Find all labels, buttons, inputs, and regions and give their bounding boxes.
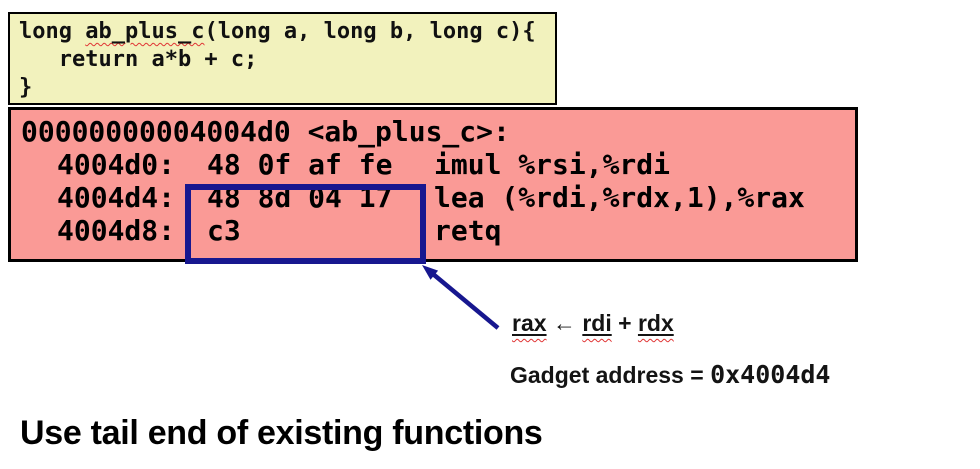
gadget-address-annotation: Gadget address = 0x4004d4 — [510, 360, 830, 389]
c-params: (long a, long b, long c){ — [204, 19, 536, 44]
asm-bytes: c3 — [207, 214, 241, 247]
reg-rdx: rdx — [637, 310, 674, 336]
reg-rax: rax — [512, 310, 547, 336]
disassembly-box: 00000000004004d0 <ab_plus_c>: 4004d0: 48… — [8, 107, 858, 262]
gadget-effect-annotation: rax ← rdi + rdx — [512, 310, 674, 337]
asm-address: 4004d0: — [57, 148, 176, 181]
asm-address: 4004d8: — [57, 214, 176, 247]
c-code-line-2: return a*b + c; — [19, 47, 258, 72]
c-source-box: long ab_plus_c(long a, long b, long c){ … — [8, 12, 557, 105]
reg-rdi: rdi — [582, 310, 612, 336]
c-function-name: ab_plus_c — [85, 19, 205, 44]
asm-row-lea: 4004d4: 48 8d 04 17 lea (%rdi,%rdx,1),%r… — [21, 181, 855, 214]
gadget-address-label: Gadget address = — [510, 362, 711, 388]
asm-row-retq: 4004d8: c3 retq — [21, 214, 855, 247]
left-arrow-glyph-icon: ← — [546, 310, 583, 336]
asm-address: 4004d4: — [57, 181, 176, 214]
gadget-address-value: 0x4004d4 — [710, 360, 831, 389]
asm-instruction: imul %rsi,%rdi — [434, 148, 671, 181]
asm-bytes: 48 0f af fe — [207, 148, 393, 181]
asm-function-header: 00000000004004d0 <ab_plus_c>: — [21, 115, 510, 148]
asm-instruction: retq — [434, 214, 502, 247]
slide-heading: Use tail end of existing functions — [20, 414, 543, 452]
plus-sign: + — [611, 310, 638, 336]
asm-row-imul: 4004d0: 48 0f af fe imul %rsi,%rdi — [21, 148, 855, 181]
c-keyword-long: long — [19, 19, 86, 44]
c-code-line-3: } — [19, 75, 33, 100]
c-code-line-1: long ab_plus_c(long a, long b, long c){ — [19, 18, 555, 46]
asm-instruction: lea (%rdi,%rdx,1),%rax — [434, 181, 805, 214]
gadget-pointer-arrow-icon — [422, 265, 500, 330]
gadget-bytes-highlight-box — [185, 184, 426, 264]
